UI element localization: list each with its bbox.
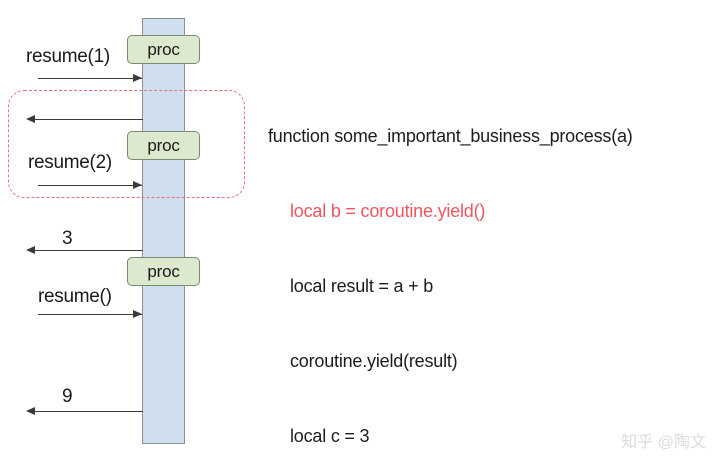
code-line-5: local c = 3	[290, 426, 370, 446]
message-line-yield-1	[32, 119, 143, 120]
message-line-resume-2	[38, 185, 142, 186]
message-label-9: 9	[62, 386, 73, 407]
coroutine-lifeline-bar	[142, 18, 185, 444]
message-label-3: 3	[62, 228, 73, 249]
code-line-4: coroutine.yield(result)	[290, 351, 458, 371]
arrowhead-right-resume-2	[133, 180, 142, 189]
code-line-3: local result = a + b	[290, 276, 434, 296]
code-line-1: function some_important_business_process…	[268, 126, 633, 146]
message-label-resume-empty: resume()	[38, 286, 112, 307]
message-line-resume-1	[38, 78, 142, 79]
message-line-return-9	[32, 411, 143, 412]
proc-box-1-label: proc	[147, 39, 180, 59]
proc-box-2-label: proc	[147, 135, 180, 155]
message-line-resume-empty	[38, 314, 142, 315]
message-label-resume-2: resume(2)	[28, 152, 112, 173]
arrowhead-left-return-3	[26, 245, 35, 254]
code-line-2: local b = coroutine.yield()	[290, 201, 486, 221]
arrowhead-right-resume-empty	[133, 309, 142, 318]
loop-region-box	[8, 90, 245, 198]
proc-box-3-label: proc	[147, 261, 180, 281]
arrowhead-right-resume-1	[133, 73, 142, 82]
message-line-return-3	[32, 250, 143, 251]
proc-box-1: proc	[127, 35, 200, 64]
proc-box-2: proc	[127, 131, 200, 160]
arrowhead-left-return-9	[26, 406, 35, 415]
lua-code-block: function some_important_business_process…	[268, 74, 633, 464]
proc-box-3: proc	[127, 257, 200, 286]
message-label-resume-1: resume(1)	[26, 46, 110, 67]
arrowhead-left-yield-1	[26, 114, 35, 123]
watermark: 知乎 @陶文	[621, 434, 706, 451]
